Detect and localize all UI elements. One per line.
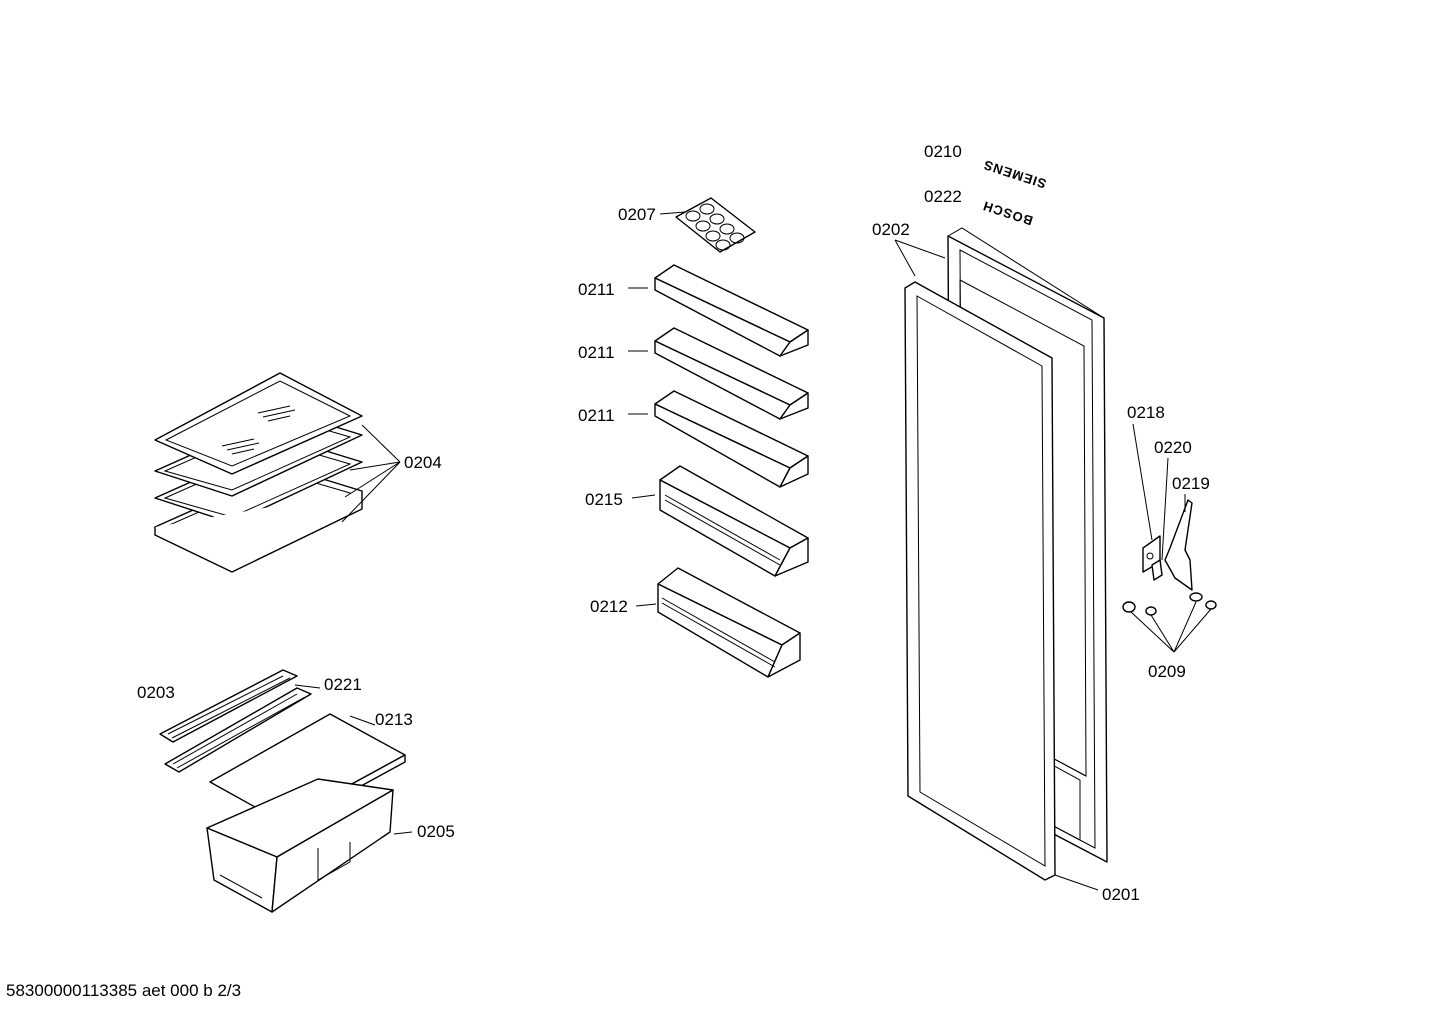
label-0220: 0220 [1154,438,1192,457]
svg-text:SIEMENS: SIEMENS [981,157,1048,192]
glass-shelves [154,372,363,573]
label-0202: 0202 [872,220,910,239]
label-0218: 0218 [1127,403,1165,422]
label-0222: 0222 [924,187,962,206]
label-0211-bottom: 0211 [578,406,615,425]
label-0210: 0210 [924,142,962,161]
label-0209: 0209 [1148,662,1186,681]
bottle-shelf-0212 [657,567,801,678]
label-0221: 0221 [324,675,362,694]
label-0201: 0201 [1102,885,1140,904]
label-0213: 0213 [375,710,413,729]
door-gasket-0202 [904,281,1056,881]
document-footer-code: 58300000113385 aet 000 b 2/3 [6,981,242,1000]
label-0211-top: 0211 [578,280,615,299]
leader-0204 [341,424,401,523]
hinge-bracket-0219 [1164,499,1193,591]
label-0211-middle: 0211 [578,343,615,362]
ventilation-strip-0203 [159,669,298,743]
egg-tray-0207 [675,197,756,253]
leader-lines [294,211,1212,891]
label-0219: 0219 [1172,474,1210,493]
label-0215: 0215 [585,490,623,509]
hinge-pin-0220 [1151,559,1163,581]
door-shelf-0211-top [654,264,809,357]
label-0203: 0203 [137,683,175,702]
door-shelf-0211-bottom [654,390,809,488]
siemens-logo: SIEMENS [981,157,1048,192]
ventilation-strip-0221 [164,687,312,773]
door-shelf-0211-middle [654,327,809,420]
bottle-shelf-0215 [659,465,809,577]
label-0207: 0207 [618,205,656,224]
bosch-logo: BOSCH [981,198,1035,228]
label-0204: 0204 [404,453,442,472]
screws-0209 [1122,592,1217,616]
label-0205: 0205 [417,822,455,841]
svg-text:BOSCH: BOSCH [981,198,1035,228]
label-0212: 0212 [590,597,628,616]
crisper-drawer-0205 [206,778,394,913]
